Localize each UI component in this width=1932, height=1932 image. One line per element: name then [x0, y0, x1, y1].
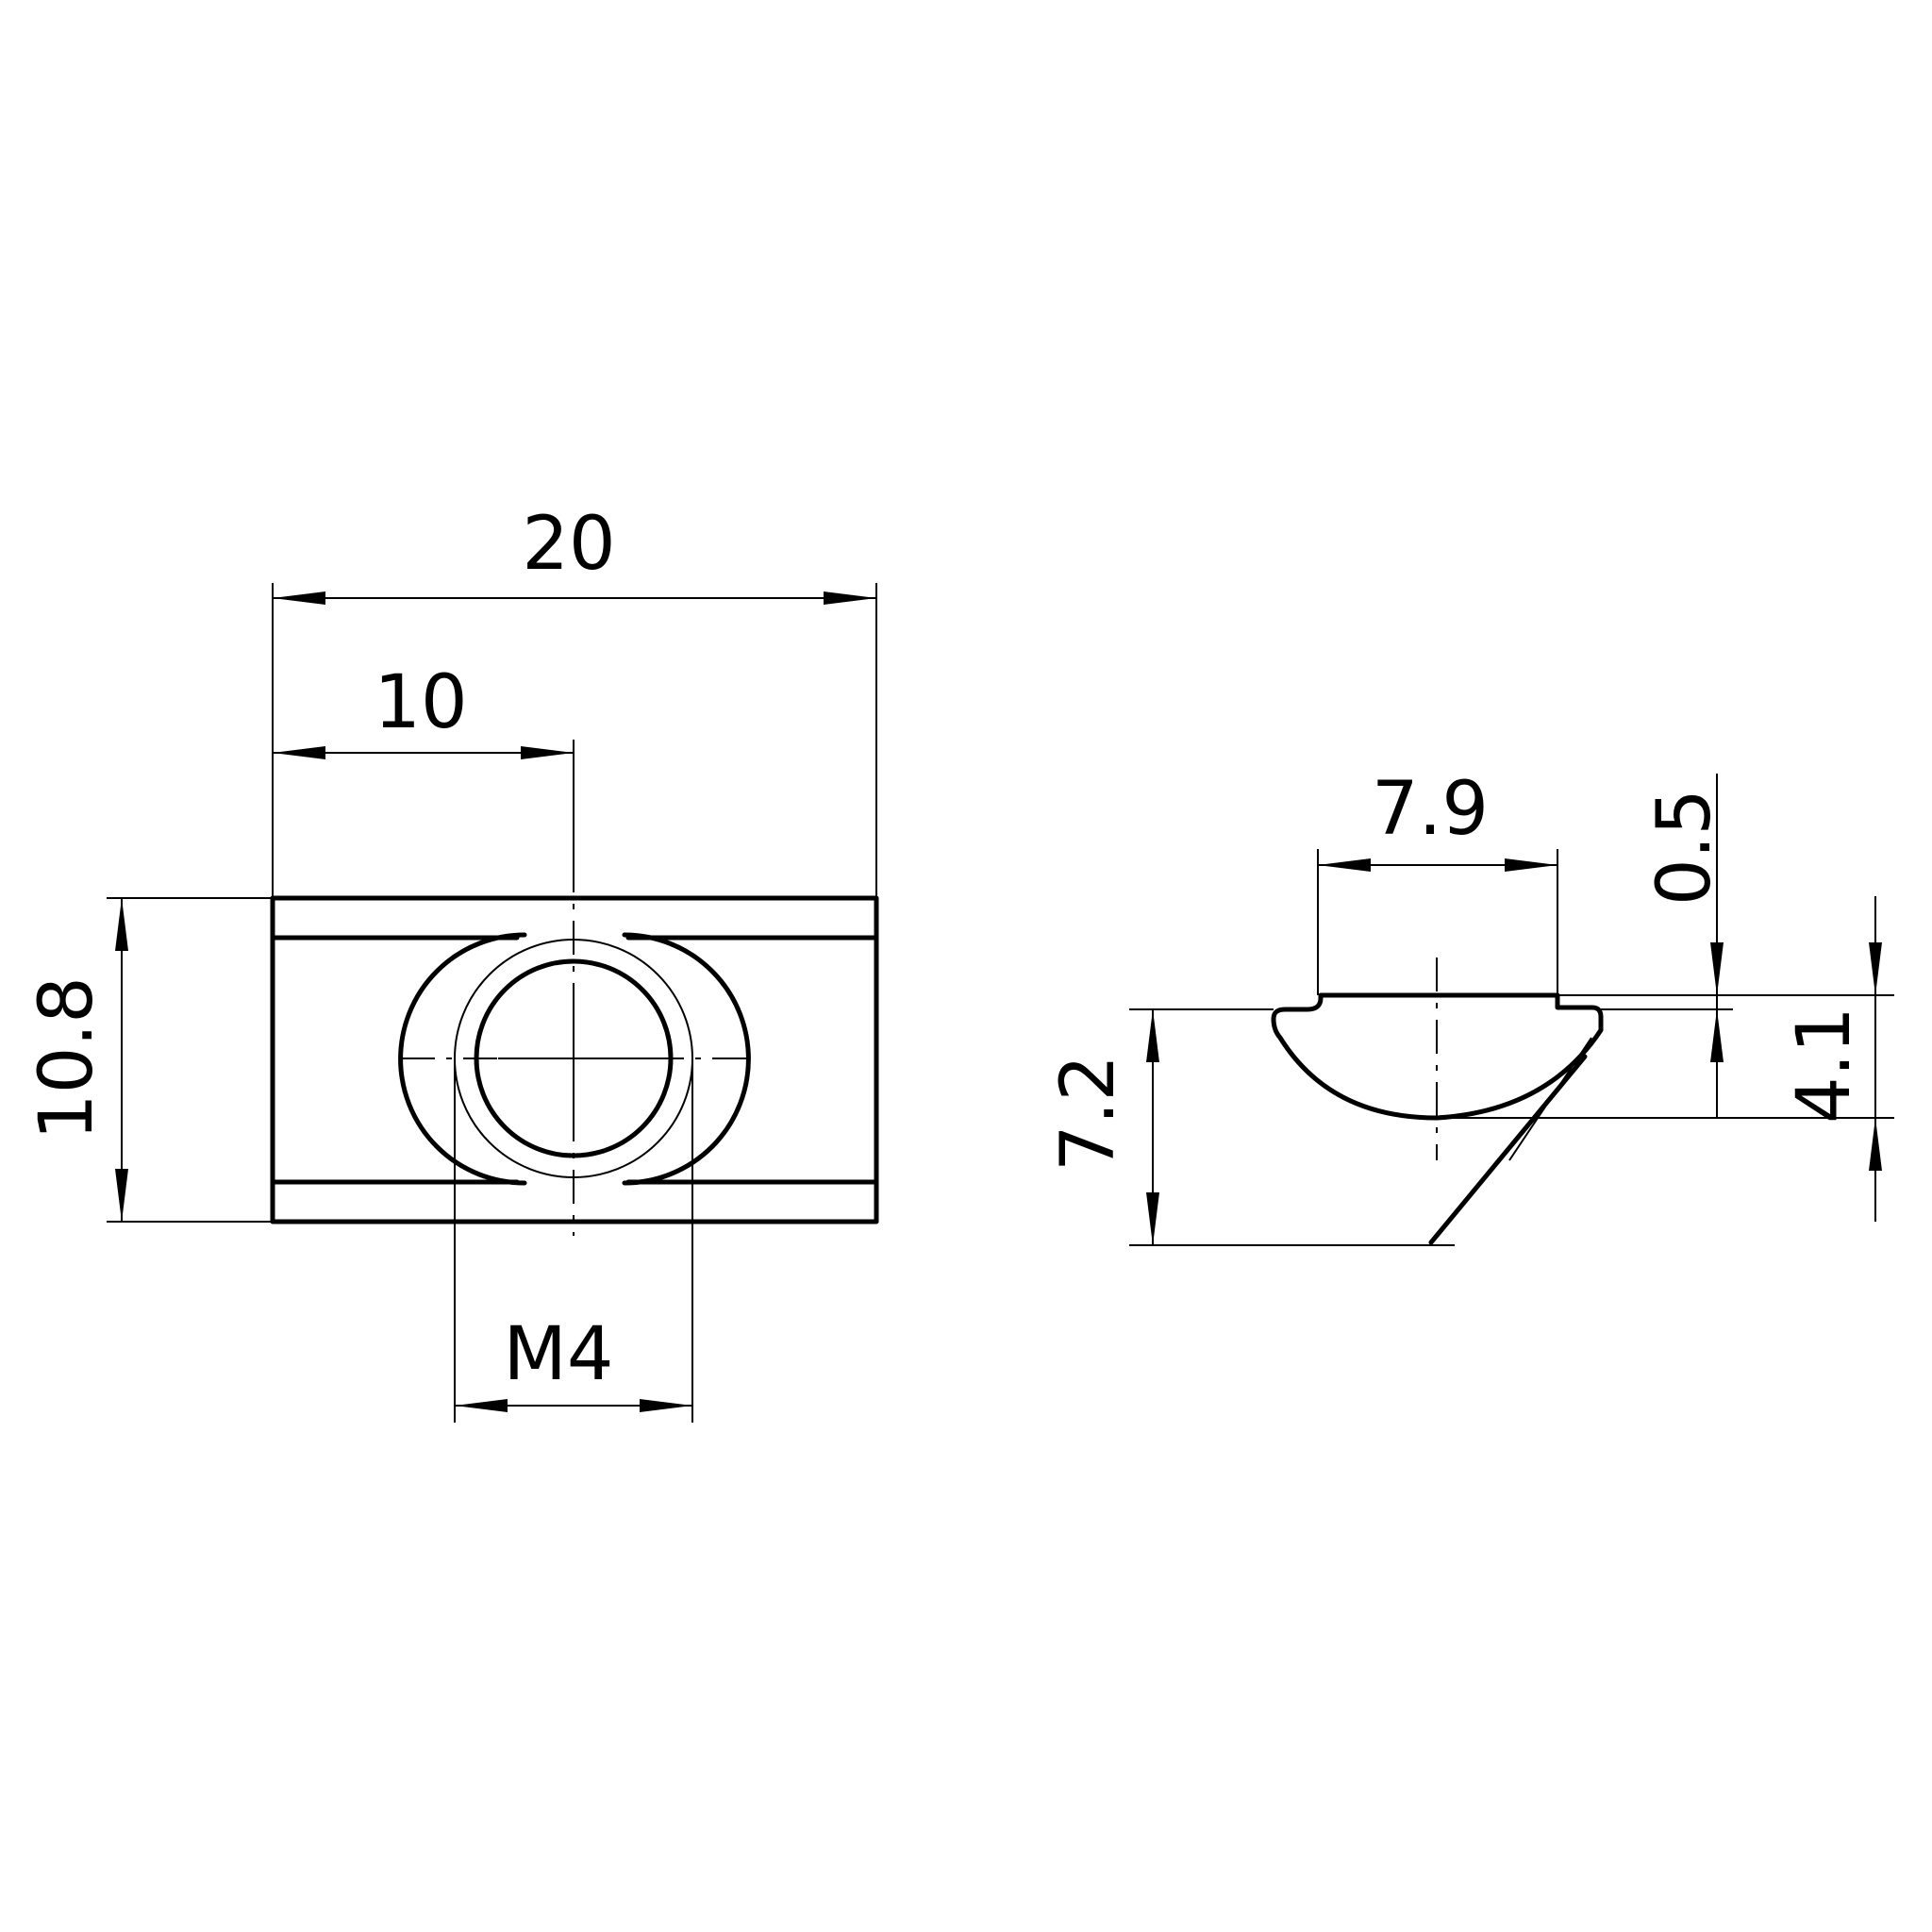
spring-leaf-edge — [1508, 1037, 1592, 1161]
dimension-label-20: 20 — [522, 502, 615, 587]
dimension-label-m4: M4 — [504, 1312, 614, 1397]
dimension-label-7-9: 7.9 — [1372, 767, 1489, 852]
dimension-total-height: 7.2 — [1046, 1008, 1455, 1246]
dimension-step-height: 0.5 — [1557, 774, 1733, 1118]
nut-profile — [1271, 992, 1604, 1121]
dimension-top-width: 7.9 — [1317, 767, 1558, 995]
dimension-label-10: 10 — [374, 660, 467, 745]
side-view: 7.9 0.5 7.2 4.1 — [1046, 767, 1894, 1246]
dimension-hole-offset: 10 — [273, 660, 575, 858]
dimension-label-4-1: 4.1 — [1782, 1007, 1867, 1124]
dimension-thread: M4 — [454, 1058, 693, 1423]
spring-arc-right — [622, 932, 751, 1186]
dimension-label-0-5: 0.5 — [1642, 789, 1727, 906]
dimension-overall-width: 20 — [272, 502, 877, 898]
spring-leaf — [1428, 1054, 1588, 1245]
spring-arc-left — [398, 932, 527, 1186]
dimension-label-7-2: 7.2 — [1046, 1055, 1131, 1172]
front-view: 20 10 10.8 M4 — [25, 502, 879, 1423]
dimension-label-10-8: 10.8 — [25, 976, 109, 1141]
dimension-body-height: 4.1 — [1437, 896, 1894, 1222]
dimension-height: 10.8 — [25, 897, 273, 1223]
nut-outline — [270, 895, 879, 1224]
